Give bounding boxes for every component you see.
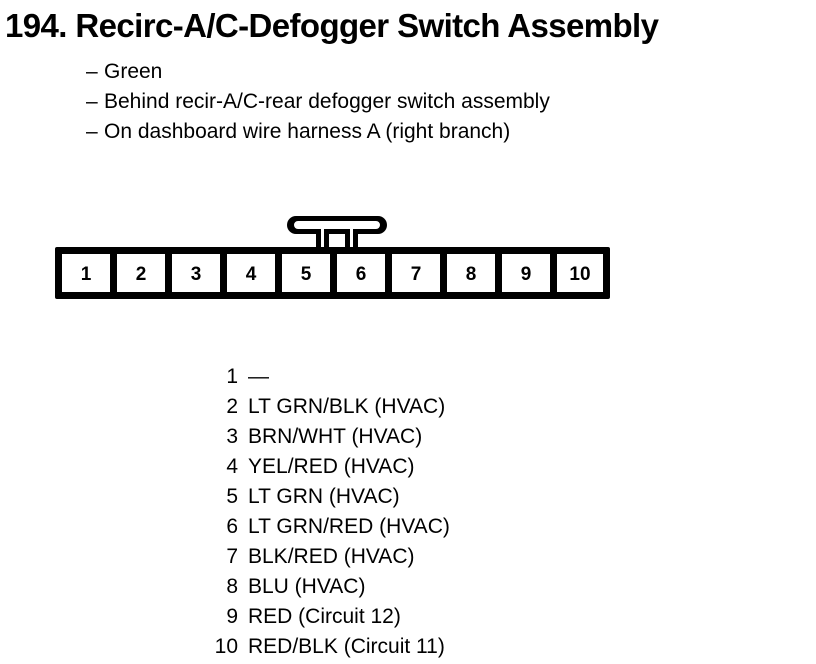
note-text: On dashboard wire harness A (right branc… (104, 120, 511, 143)
pin-description: — (248, 365, 269, 388)
dash-bullet-icon: – (86, 120, 98, 143)
connector-cavity (227, 254, 275, 292)
pin-description: BLU (HVAC) (248, 575, 366, 598)
pin-description: LT GRN (HVAC) (248, 485, 400, 508)
cavity-number: 2 (136, 264, 147, 285)
pin-description: RED/BLK (Circuit 11) (248, 635, 445, 658)
pin-list-item: 4 YEL/RED (HVAC) (150, 452, 670, 482)
note-text: Behind recir-A/C-rear defogger switch as… (104, 90, 550, 113)
cavity-number: 7 (411, 264, 422, 285)
connector-cavity (117, 254, 165, 292)
connector-cavity (62, 254, 110, 292)
connector-svg: 1 2 3 4 5 6 7 8 9 10 (55, 216, 610, 299)
cavity-number: 5 (301, 264, 312, 285)
connector-cavity (502, 254, 550, 292)
cavity-number: 1 (81, 264, 92, 285)
pin-number: 10 (214, 635, 238, 658)
pin-list-item: 6 LT GRN/RED (HVAC) (150, 512, 670, 542)
connector-diagram: 1 2 3 4 5 6 7 8 9 10 (55, 214, 615, 304)
dash-bullet-icon: – (86, 90, 98, 113)
pin-list-item: 2 LT GRN/BLK (HVAC) (150, 392, 670, 422)
pin-list-item: 3 BRN/WHT (HVAC) (150, 422, 670, 452)
pin-number: 7 (226, 545, 238, 568)
pin-number: 8 (226, 575, 238, 598)
pin-number: 4 (226, 455, 238, 478)
cavity-number: 9 (521, 264, 532, 285)
pin-list-item: 5 LT GRN (HVAC) (150, 482, 670, 512)
pin-number: 2 (226, 395, 238, 418)
pin-description: YEL/RED (HVAC) (248, 455, 415, 478)
cavity-number: 3 (191, 264, 202, 285)
pin-list-item: 7 BLK/RED (HVAC) (150, 542, 670, 572)
pin-number: 9 (226, 605, 238, 628)
pin-description: BRN/WHT (HVAC) (248, 425, 423, 448)
connector-cavity (392, 254, 440, 292)
pin-number: 6 (226, 515, 238, 538)
cavity-number: 4 (246, 264, 257, 285)
note-item: – Green (86, 57, 786, 87)
pin-description: BLK/RED (HVAC) (248, 545, 415, 568)
connector-cavity (557, 254, 603, 292)
cavity-number: 8 (466, 264, 477, 285)
cavity-number: 6 (356, 264, 367, 285)
connector-cavity (282, 254, 330, 292)
pin-number: 5 (226, 485, 238, 508)
cavity-number: 10 (569, 264, 590, 285)
pin-list-item: 10 RED/BLK (Circuit 11) (150, 632, 670, 662)
connector-cavity (172, 254, 220, 292)
connector-cavity (447, 254, 495, 292)
pin-description: LT GRN/BLK (HVAC) (248, 395, 446, 418)
pin-list-item: 9 RED (Circuit 12) (150, 602, 670, 632)
note-text: Green (104, 60, 163, 83)
page-title: 194. Recirc-A/C-Defogger Switch Assembly (5, 7, 659, 44)
pin-number: 3 (226, 425, 238, 448)
connector-cavity (337, 254, 385, 292)
pin-description: RED (Circuit 12) (248, 605, 401, 628)
connector-latch-icon (287, 216, 387, 247)
note-item: – Behind recir-A/C-rear defogger switch … (86, 87, 786, 117)
pin-list-item: 1 — (150, 362, 670, 392)
pin-number: 1 (226, 365, 238, 388)
pin-description: LT GRN/RED (HVAC) (248, 515, 450, 538)
pin-list-item: 8 BLU (HVAC) (150, 572, 670, 602)
dash-bullet-icon: – (86, 60, 98, 83)
notes-list: – Green – Behind recir-A/C-rear defogger… (86, 57, 786, 147)
pin-assignment-list: 1 — 2 LT GRN/BLK (HVAC) 3 BRN/WHT (HVAC)… (150, 362, 670, 662)
note-item: – On dashboard wire harness A (right bra… (86, 117, 786, 147)
